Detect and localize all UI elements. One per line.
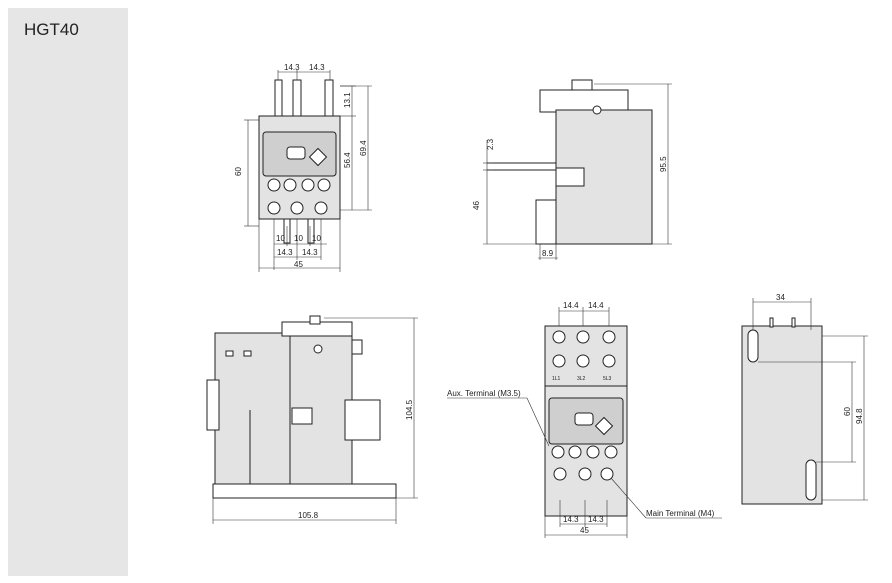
dim-mounting-height: 94.8 xyxy=(855,408,864,424)
dim-front-top-pitch-1: 14.3 xyxy=(284,63,300,72)
dim-front-bottom-pitch-2: 14.3 xyxy=(302,248,318,257)
front-screw xyxy=(267,178,281,192)
dim-front-height-total: 69.4 xyxy=(359,140,368,156)
sidebar-panel: HGT40 xyxy=(8,8,128,576)
top-view: 1L1 3L2 5L3 14.4 14.4 Aux. Terminal (M3.… xyxy=(447,301,722,538)
dim-side-pin-offset: 2.3 xyxy=(486,138,495,150)
dim-mounted-length: 105.8 xyxy=(298,511,319,520)
top-screw xyxy=(552,354,566,368)
dim-top-pitch-2: 14.4 xyxy=(588,301,604,310)
side-view: 2.3 46 95.5 8.9 xyxy=(472,79,672,260)
top-mark-1: 1L1 xyxy=(552,376,561,382)
top-main-screw xyxy=(600,467,614,481)
dim-top-bottom-pitch-2: 14.3 xyxy=(588,515,604,524)
aux-terminal-label: Aux. Terminal (M3.5) xyxy=(447,389,521,398)
front-lower-pin xyxy=(307,218,315,244)
mounting-tab xyxy=(791,317,796,328)
mounting-view: 34 60 94.8 xyxy=(741,293,868,505)
dim-front-body-height: 60 xyxy=(234,167,243,176)
mounted-knob xyxy=(309,315,321,325)
mounted-side-view: 104.5 105.8 xyxy=(206,315,418,524)
top-aux-screw xyxy=(604,445,618,459)
mounted-clip xyxy=(291,407,313,425)
front-screw xyxy=(283,178,297,192)
front-screw xyxy=(267,201,281,215)
top-screw xyxy=(552,330,566,344)
side-body-upper xyxy=(539,89,629,113)
top-relay-indicator xyxy=(574,412,594,426)
dim-front-bottom-pitch-1: 14.3 xyxy=(277,248,293,257)
top-aux-screw xyxy=(568,445,582,459)
dim-side-pin-height: 46 xyxy=(472,201,481,210)
top-aux-screw xyxy=(551,445,565,459)
dim-front-terminal-height: 13.1 xyxy=(343,92,352,108)
dim-front-height-from-terminal: 56.4 xyxy=(343,152,352,168)
side-top-knob xyxy=(571,79,593,91)
dim-front-top-pitch-2: 14.3 xyxy=(309,63,325,72)
top-mark-3: 5L3 xyxy=(603,376,612,382)
front-screw xyxy=(314,201,328,215)
dim-top-bottom-pitch-1: 14.3 xyxy=(563,515,579,524)
mounted-relay-cap xyxy=(351,339,363,355)
top-dial-icon xyxy=(594,416,614,436)
side-screw xyxy=(592,105,602,115)
dim-mounting-slot-pitch: 60 xyxy=(843,407,852,416)
front-view: 14.3 14.3 13.1 56.4 69.4 60 10 10 10 14.… xyxy=(234,63,372,272)
top-screw xyxy=(576,330,590,344)
side-left-block xyxy=(535,199,557,245)
dim-side-foot: 8.9 xyxy=(542,249,554,258)
main-terminal-label: Main Terminal (M4) xyxy=(646,509,715,518)
mounted-screw xyxy=(313,344,323,354)
mounted-label xyxy=(225,350,234,357)
top-screw xyxy=(602,330,616,344)
top-aux-screw xyxy=(586,445,600,459)
top-main-screw xyxy=(578,467,592,481)
mounting-slot xyxy=(805,459,817,501)
top-main-screw xyxy=(553,467,567,481)
top-mark-2: 3L2 xyxy=(577,376,586,382)
front-screw xyxy=(290,201,304,215)
front-dial-icon xyxy=(308,147,328,167)
mounted-relay-lower xyxy=(344,399,381,441)
dim-side-total-height: 95.5 xyxy=(659,156,668,172)
front-screw xyxy=(301,178,315,192)
dim-top-pitch-1: 14.4 xyxy=(563,301,579,310)
mounted-rail xyxy=(212,483,397,499)
mounted-contactor-lower xyxy=(206,379,220,431)
front-terminal-pin xyxy=(274,79,283,117)
dim-front-lower-gap-1: 10 xyxy=(276,234,285,243)
top-screw xyxy=(602,354,616,368)
mounting-slot xyxy=(747,329,759,363)
side-clip xyxy=(555,167,585,187)
mounting-tab xyxy=(769,317,774,328)
dim-front-lower-gap-3: 10 xyxy=(312,234,321,243)
top-screw xyxy=(576,354,590,368)
dim-front-lower-gap-2: 10 xyxy=(294,234,303,243)
dim-mounting-width: 34 xyxy=(776,293,785,302)
front-terminal-pin xyxy=(324,79,334,117)
mounted-contactor-body xyxy=(214,332,291,489)
dim-mounted-height: 104.5 xyxy=(405,399,414,420)
mounted-label xyxy=(243,350,252,357)
model-title: HGT40 xyxy=(24,20,79,39)
front-terminal-pin xyxy=(292,79,302,117)
dim-front-width: 45 xyxy=(294,260,303,269)
dim-top-width: 45 xyxy=(580,526,589,535)
front-indicator xyxy=(286,146,306,160)
front-screw xyxy=(317,178,331,192)
